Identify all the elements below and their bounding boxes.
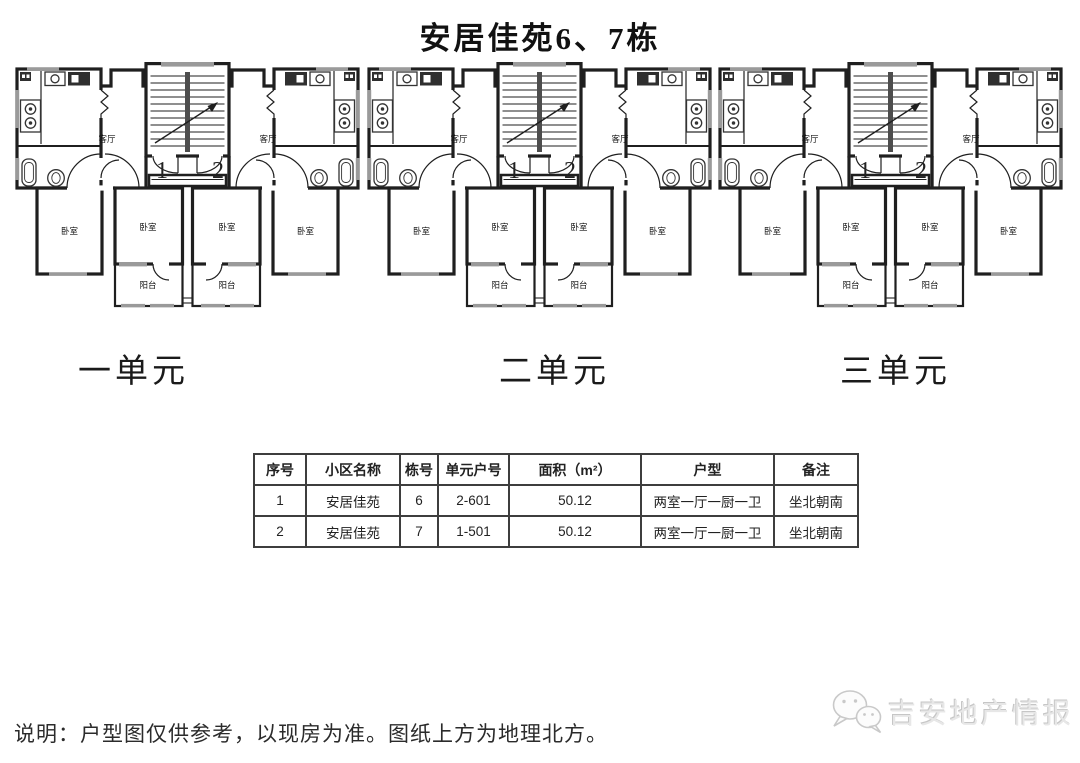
cell-seq: 2 [253,515,307,548]
table-row: 2 安居佳苑 7 1-501 50.12 两室一厅一厨一卫 坐北朝南 [253,515,859,548]
cell-building: 6 [399,484,439,517]
header-area: 面积（m²） [508,453,642,486]
watermark-text: 吉安地产情报 [888,698,1075,729]
table-row: 1 安居佳苑 6 2-601 50.12 两室一厅一厨一卫 坐北朝南 [253,484,859,517]
header-unit-no: 单元户号 [437,453,510,486]
floor-plan-unit-1 [15,62,360,312]
cell-remark: 坐北朝南 [773,484,859,517]
unit-label-3: 三单元 [840,354,951,390]
wechat-logo-icon [832,690,882,734]
cell-community: 安居佳苑 [305,515,401,548]
header-layout: 户型 [640,453,775,486]
page-title: 安居佳苑6、7栋 [419,21,661,56]
unit-label-1: 一单元 [78,354,189,390]
cell-community: 安居佳苑 [305,484,401,517]
cell-area: 50.12 [508,515,642,548]
cell-layout: 两室一厅一厨一卫 [640,484,775,517]
cell-remark: 坐北朝南 [773,515,859,548]
header-community: 小区名称 [305,453,401,486]
unit-label-2: 二单元 [499,354,610,390]
cell-layout: 两室一厅一厨一卫 [640,515,775,548]
floor-plan-unit-2 [367,62,712,312]
floor-plan-unit-3 [718,62,1063,312]
note-text: 说明：户型图仅供参考，以现房为准。图纸上方为地理北方。 [14,722,608,746]
info-table: 序号 小区名称 栋号 单元户号 面积（m²） 户型 备注 1 安居佳苑 6 2-… [253,453,859,548]
cell-seq: 1 [253,484,307,517]
header-remark: 备注 [773,453,859,486]
header-building: 栋号 [399,453,439,486]
table-header-row: 序号 小区名称 栋号 单元户号 面积（m²） 户型 备注 [253,453,859,486]
header-seq: 序号 [253,453,307,486]
cell-building: 7 [399,515,439,548]
cell-area: 50.12 [508,484,642,517]
watermark: 吉安地产情报 [830,686,1071,742]
cell-unit-no: 2-601 [437,484,510,517]
cell-unit-no: 1-501 [437,515,510,548]
